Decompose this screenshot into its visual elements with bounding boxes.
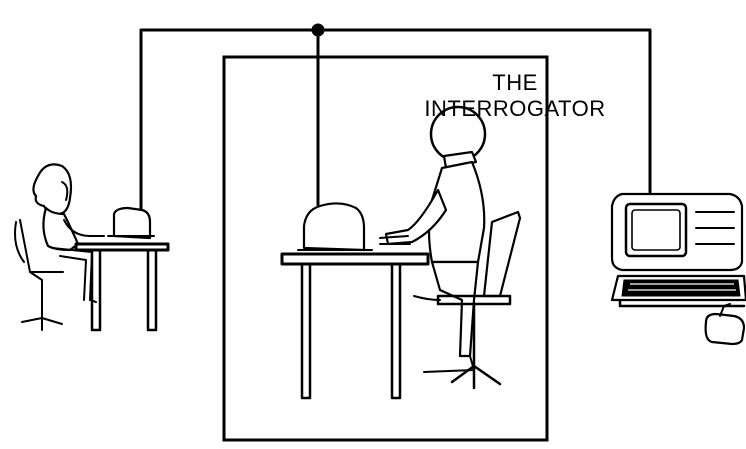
connection-wires [139,23,652,214]
computer-terminal-icon [610,192,746,346]
woman-at-terminal-icon [14,163,170,332]
top-wire [139,28,652,214]
room-title: THE INTERROGATOR [415,70,615,122]
room-title-line1: THE [492,70,538,95]
junction-dot [311,23,325,37]
interrogator-room [222,55,549,442]
interrogator-at-terminal-icon [280,105,522,400]
room-title-line2: INTERROGATOR [424,96,606,121]
